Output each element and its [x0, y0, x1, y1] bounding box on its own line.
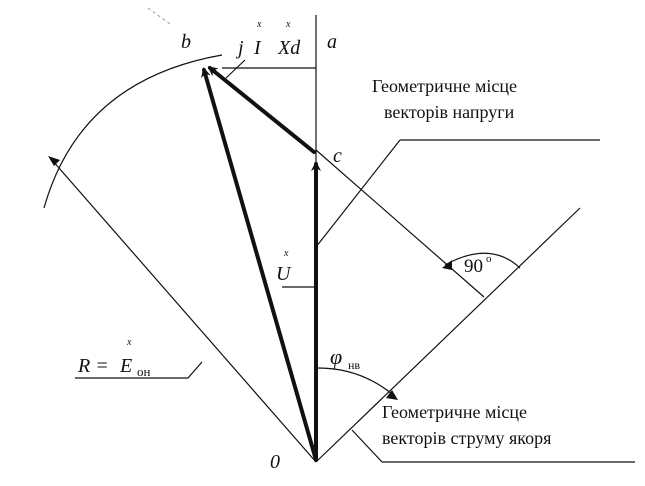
e-label-mark: x: [126, 337, 132, 348]
r-label-prefix: R =: [77, 355, 109, 377]
u-label-mark: x: [283, 248, 289, 259]
phi-arc-arrowhead: [386, 390, 398, 400]
e-vector: [201, 67, 318, 462]
current-locus-caption-line1: Геометричне місце: [382, 402, 527, 422]
current-locus-leader-diag: [351, 429, 383, 463]
voltage-locus-line: [315, 139, 401, 248]
e-label-subscript: он: [137, 364, 151, 379]
right-angle-arrowhead: [442, 260, 452, 270]
jixd-label-xd-mark: x: [285, 19, 291, 30]
phi-arc: [317, 367, 393, 395]
jixd-label-j: j: [235, 37, 244, 59]
voltage-locus-caption-line2: векторів напруги: [384, 102, 515, 122]
point-label-a: a: [327, 31, 337, 53]
point-label-origin: 0: [270, 451, 280, 473]
angle-label-degree: o: [486, 253, 492, 265]
current-locus-caption-line2: векторів струму якоря: [382, 428, 551, 448]
top-tick-mark: [147, 7, 171, 25]
jixd-label-i: I: [253, 37, 262, 59]
jixd-leader: [225, 59, 246, 79]
jixd-label-i-mark: x: [256, 19, 262, 30]
jixd-vector: [207, 66, 316, 154]
e-label: E: [119, 355, 132, 377]
right-angle-arc: [444, 252, 521, 269]
angle-label: 90: [464, 256, 483, 277]
jixd-label-xd: Xd: [277, 37, 301, 59]
u-label: U: [276, 263, 292, 285]
r-leader-diag: [187, 361, 203, 379]
point-label-b: b: [181, 31, 191, 53]
r-arc: [43, 54, 223, 209]
r-radius-line: [51, 159, 317, 463]
r-radius-arrowhead: [48, 156, 60, 166]
current-locus-line: [315, 207, 581, 463]
voltage-locus-caption-line1: Геометричне місце: [372, 76, 517, 96]
phi-label: φ: [330, 344, 342, 369]
c-perpendicular-line: [315, 149, 485, 298]
phi-label-subscript: нв: [348, 358, 360, 372]
point-label-c: c: [333, 145, 342, 167]
